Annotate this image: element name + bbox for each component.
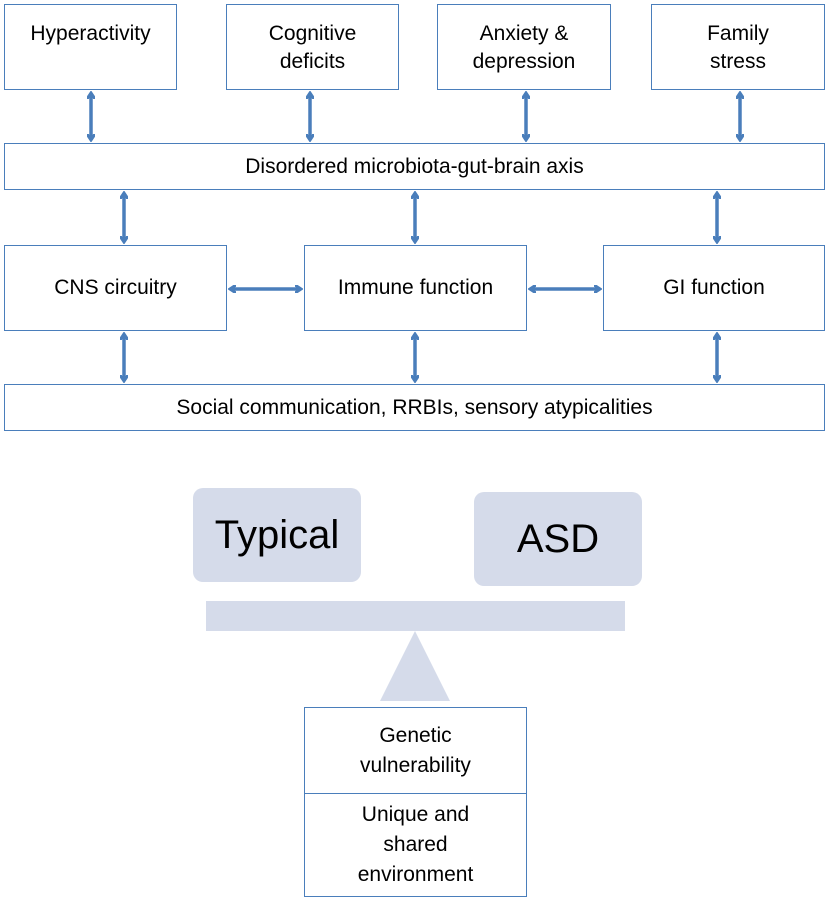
pan-asd-label: ASD <box>516 516 600 561</box>
pan-asd: ASD <box>474 492 642 586</box>
cell-line: vulnerability <box>360 753 471 777</box>
box-anxiety-depression: Anxiety & depression <box>437 4 611 90</box>
outcome-bar: Social communication, RRBIs, sensory aty… <box>4 384 825 431</box>
box-immune-function: Immune function <box>304 245 527 331</box>
axis-bar-label: Disordered microbiota-gut-brain axis <box>245 154 584 178</box>
box-gi-function: GI function <box>603 245 825 331</box>
pan-typical: Typical <box>193 488 361 582</box>
cell-line: shared <box>383 833 448 856</box>
balance-beam <box>206 601 625 631</box>
axis-bar: Disordered microbiota-gut-brain axis <box>4 143 825 190</box>
box-hyperactivity: Hyperactivity <box>4 4 177 90</box>
box-label: CNS circuitry <box>54 276 177 299</box>
fulcrum-triangle <box>380 631 450 701</box>
box-label-line: stress <box>709 50 766 73</box>
box-family-stress: Family stress <box>651 4 825 90</box>
box-label-line: Anxiety & <box>479 22 569 45</box>
genetic-vulnerability-cell: Genetic vulnerability <box>305 708 526 794</box>
cell-line: Unique and <box>361 803 470 826</box>
outcome-bar-label: Social communication, RRBIs, sensory aty… <box>176 395 653 419</box>
cell-line: environment <box>357 863 474 886</box>
box-cns-circuitry: CNS circuitry <box>4 245 227 331</box>
box-label-line: depression <box>472 50 576 73</box>
box-label: GI function <box>663 276 765 299</box>
box-cognitive-deficits: Cognitive deficits <box>226 4 399 90</box>
environment-cell: Unique and shared environment <box>305 794 526 896</box>
fulcrum-base-stack: Genetic vulnerability Unique and shared … <box>304 707 527 897</box>
box-label-line: Hyperactivity <box>30 22 151 45</box>
box-label-line: Family <box>707 22 769 45</box>
pan-typical-label: Typical <box>214 512 340 557</box>
box-label: Immune function <box>337 276 494 299</box>
cell-line: Genetic <box>379 723 452 747</box>
box-label-line: deficits <box>279 50 346 73</box>
box-label-line: Cognitive <box>268 22 357 45</box>
